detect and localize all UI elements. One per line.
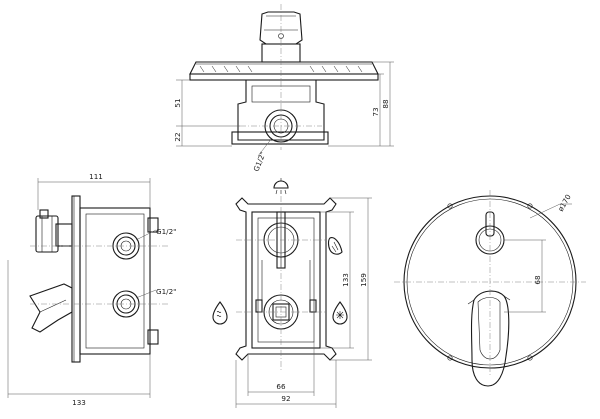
dim-92-label: 92: [281, 394, 290, 403]
dim-22-label: 22: [173, 132, 182, 141]
front-view: [235, 196, 337, 370]
dim-front-133-label: 133: [341, 273, 350, 287]
thread-side-upper-label: G1/2": [156, 227, 176, 236]
thread-side-lower-label: G1/2": [156, 287, 176, 296]
cover-plate-view: [394, 190, 586, 387]
top-view-dimensions: 51 22 73 88 G1/2": [173, 61, 394, 173]
dim-front-159-label: 159: [359, 273, 368, 287]
side-view-dimensions: 111 133 G1/2" G1/2": [7, 172, 176, 407]
front-view-dimensions: 133 159 66 92: [235, 197, 372, 408]
side-view: [29, 195, 168, 363]
plate-offset-68-label: 68: [533, 275, 542, 285]
dim-73-label: 73: [371, 107, 380, 116]
dim-111-label: 111: [89, 172, 103, 181]
dim-88-label: 88: [381, 99, 390, 109]
top-view: [189, 4, 379, 150]
shower-head-icon: [273, 178, 289, 195]
dim-66-label: 66: [276, 382, 286, 391]
hand-shower-icon: [327, 237, 343, 255]
plate-diameter-label: ø170: [556, 192, 573, 213]
thread-top-label: G1/2": [252, 150, 268, 172]
hot-water-icon: [212, 301, 228, 325]
dim-side-133-label: 133: [72, 398, 86, 407]
cold-water-icon: [332, 301, 348, 325]
dim-51-label: 51: [173, 98, 182, 107]
